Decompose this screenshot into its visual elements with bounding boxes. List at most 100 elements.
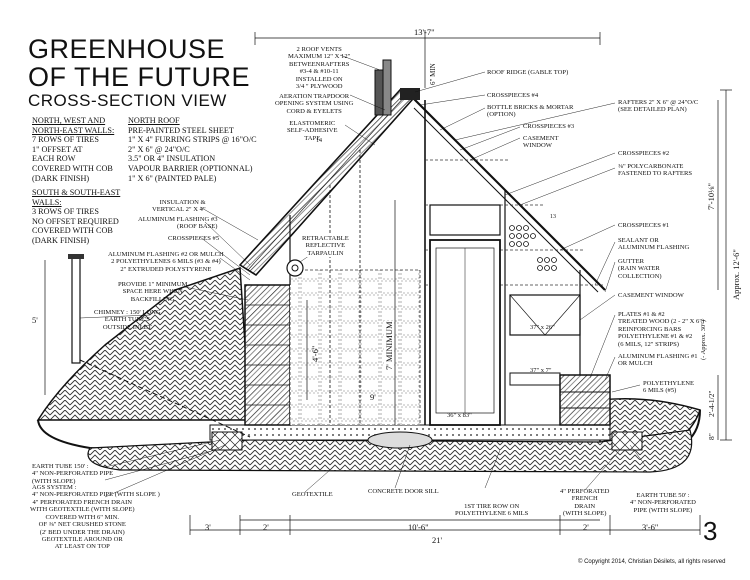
- dim-4ft-6: 4'-6": [310, 345, 320, 362]
- north-roof-line: 3.5" OR 4" INSULATION: [128, 154, 216, 164]
- dim-3ft: 3': [205, 522, 211, 532]
- walls-south-block: SOUTH & SOUTH-EAST WALLS: 3 ROWS OF TIRE…: [32, 188, 120, 246]
- interior-back-wall: [289, 269, 421, 426]
- earth-berm-left: [36, 266, 251, 421]
- walls-nnw-line: (DARK FINISH): [32, 173, 90, 183]
- label-concrete-sill: CONCRETE DOOR SILL: [368, 488, 439, 495]
- north-roof-block: NORTH ROOF PRE-PAINTED STEEL SHEET 1" x …: [128, 116, 257, 183]
- label-casement-window-2: CASEMENT WINDOW: [618, 292, 684, 299]
- dim-upper-height: 7'-10⅛": [706, 183, 716, 210]
- north-tire-wall: [244, 284, 291, 426]
- walls-s-heading2: WALLS:: [32, 197, 62, 207]
- chimney-pipe: [71, 257, 81, 364]
- dim-21ft: 21': [432, 535, 443, 545]
- crushed-stone-left: [211, 431, 243, 451]
- page-title-line1: GREENHOUSE: [28, 34, 226, 64]
- walls-s-line: (DARK FINISH): [32, 235, 90, 245]
- window-small: [509, 372, 561, 386]
- label-crosspieces-5: CROSSPIECES #5: [168, 235, 220, 242]
- walls-nnw-heading2: NORTH-EAST WALLS:: [32, 125, 115, 135]
- label-rafters: RAFTERS 2" x 6" @ 24"o/c(SEE DETAILED PL…: [618, 99, 699, 114]
- north-roof-line: 1" x 4" FURRING STRIPS @ 16"o/c: [128, 135, 257, 145]
- dim-total-height: Approx. 12'-6": [731, 249, 741, 300]
- page-title-line2: OF THE FUTURE: [28, 62, 250, 92]
- dim-5ft: 5': [32, 315, 38, 325]
- label-roof-ridge: ROOF RIDGE (GABLE TOP): [487, 69, 569, 76]
- walls-nnw-heading1: NORTH, WEST AND: [32, 116, 106, 125]
- dim-window-37x26: 37" x 26": [530, 324, 555, 331]
- label-geotextile: GEOTEXTILE: [292, 491, 333, 498]
- dim-door-36x83: 36" x 83": [447, 412, 472, 419]
- dim-8in: 8": [707, 433, 716, 440]
- dim-circle-14: 14: [316, 138, 322, 144]
- walls-nnw-line: 1" OFFSET AT: [32, 144, 83, 154]
- dim-approx-30: (- Approx. 30"): [700, 319, 707, 360]
- walls-s-line: 3 ROWS OF TIRES: [32, 207, 99, 217]
- walls-s-heading1: SOUTH & SOUTH-EAST: [32, 188, 121, 197]
- walls-nnw-line: EACH ROW: [32, 154, 76, 164]
- page-number: 3: [703, 516, 718, 546]
- walls-s-line: COVERED WITH COB: [32, 226, 113, 236]
- door-sill-stones: [367, 431, 433, 449]
- dim-2ft: 2': [263, 522, 269, 532]
- north-roof-line: PRE-PAINTED STEEL SHEET: [128, 125, 234, 135]
- label-crosspieces-2: CROSSPIECES #2: [618, 150, 670, 157]
- casement-window-upper: [429, 204, 501, 236]
- south-roof-outer: [409, 94, 606, 291]
- tarpaulin-roll: [286, 259, 304, 277]
- label-crosspieces-4: CROSSPIECES #4: [487, 92, 539, 99]
- north-roof-line: 2" x 6" @ 24"o/c: [128, 144, 190, 154]
- dim-3ft-6: 3'-6": [642, 522, 659, 532]
- walls-nnw-line: COVERED WITH COB: [32, 163, 113, 173]
- roof-ridge: [400, 88, 420, 100]
- north-roof-line: 1" x 6" (PAINTED PALE): [128, 173, 217, 183]
- page-subtitle: CROSS-SECTION VIEW: [28, 91, 227, 110]
- dim-window-37x7: 37" x 7": [530, 367, 552, 374]
- dim-top-width: 13'-7": [414, 27, 435, 37]
- dim-9ft: 9': [370, 392, 376, 402]
- label-ags-system: AGS SYSTEM :4" NON-PERFORATED PIPE (WITH…: [32, 484, 160, 499]
- copyright: © Copyright 2014, Christian Désilets, al…: [578, 559, 726, 565]
- dim-7-minimum: 7' MINIMUM: [384, 321, 394, 370]
- label-flashing-3: ALUMINUM FLASHING #3(ROOF BASE): [138, 216, 218, 231]
- label-earth-tube-150: EARTH TUBE 150' :4" NON-PERFORATED PIPE(…: [32, 463, 114, 485]
- earth-tube-line: [79, 359, 251, 438]
- dim-six-min: 6" MIN: [429, 63, 437, 85]
- north-roof-heading: NORTH ROOF: [128, 116, 180, 125]
- earth-under-floor: [87, 429, 693, 473]
- label-crosspieces-3: CROSSPIECES #3: [523, 123, 575, 130]
- south-tire-wall: [559, 374, 611, 426]
- dim-2ft-b: 2': [583, 522, 589, 532]
- label-bottle-bricks: BOTTLE BRICKS & MORTAR(OPTION): [487, 104, 574, 119]
- walls-nnw-line: 7 ROWS OF TIRES: [32, 135, 99, 145]
- dim-2ft-4: 2'-4-1/2": [707, 390, 716, 418]
- walls-north-west-block: NORTH, WEST AND NORTH-EAST WALLS: 7 ROWS…: [32, 116, 114, 183]
- dim-10ft-6: 10'-6": [408, 522, 429, 532]
- south-roof-inner: [413, 107, 599, 293]
- label-insulation: INSULATION &VERTICAL 2" x 4": [152, 199, 206, 214]
- dim-circle-13: 13: [550, 214, 556, 220]
- roof-vent-2: [382, 59, 392, 116]
- label-crosspieces-1: CROSSPIECES #1: [618, 222, 670, 229]
- walls-s-line: NO OFFSET REQUIRED: [32, 216, 119, 226]
- crushed-stone-right: [611, 431, 643, 451]
- north-roof-line: VAPOUR BARRIER (OPTIONNAL): [128, 163, 253, 173]
